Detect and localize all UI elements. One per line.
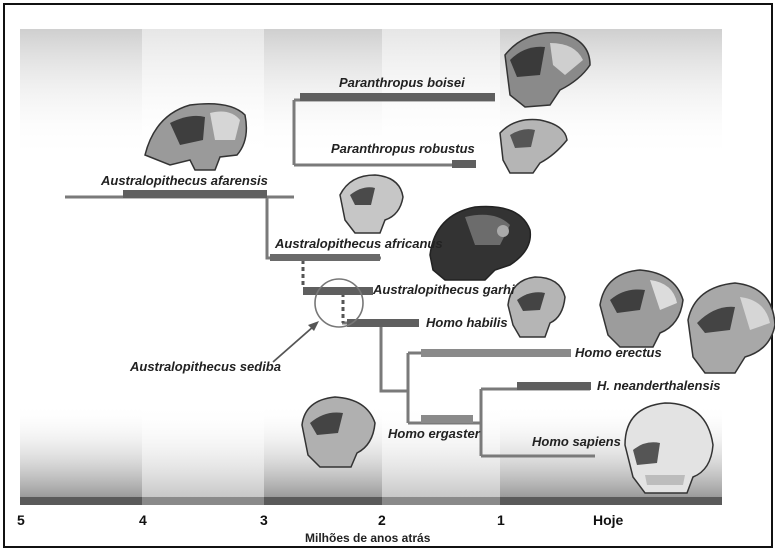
diagram-frame: Australopithecus afarensis Paranthropus … xyxy=(3,3,773,548)
tick-4: 4 xyxy=(139,512,147,528)
band-5-4-bottom xyxy=(20,405,142,497)
tick-5: 5 xyxy=(17,512,25,528)
bar-erectus xyxy=(421,349,571,357)
bar-africanus xyxy=(270,254,380,261)
label-garhi: Australopithecus garhi xyxy=(372,282,515,297)
skull-erectus-icon xyxy=(600,270,683,347)
skull-neanderthalensis-icon xyxy=(688,283,775,373)
bar-robustus xyxy=(452,160,476,168)
hominin-phylogeny-diagram: Australopithecus afarensis Paranthropus … xyxy=(5,5,775,550)
label-afarensis: Australopithecus afarensis xyxy=(100,173,268,188)
label-sapiens: Homo sapiens xyxy=(532,434,621,449)
tick-1: 1 xyxy=(497,512,505,528)
label-habilis: Homo habilis xyxy=(426,315,508,330)
band-5-4-top xyxy=(20,29,142,159)
bar-garhi xyxy=(303,287,373,295)
band-4-3-bottom xyxy=(142,405,264,497)
sediba-highlight-circle xyxy=(315,279,363,327)
label-boisei: Paranthropus boisei xyxy=(339,75,465,90)
tick-hoje: Hoje xyxy=(593,512,624,528)
bar-afarensis xyxy=(123,190,267,198)
label-neanderthalensis: H. neanderthalensis xyxy=(597,378,721,393)
bar-neanderthalensis xyxy=(517,382,591,390)
label-robustus: Paranthropus robustus xyxy=(331,141,475,156)
branch-homo xyxy=(342,323,408,391)
axis-title: Milhões de anos atrás xyxy=(305,531,431,545)
bar-ergaster xyxy=(421,415,473,423)
timeline-bar xyxy=(20,497,722,505)
sediba-arrow xyxy=(273,321,319,362)
label-africanus: Australopithecus africanus xyxy=(274,236,443,251)
bar-boisei xyxy=(300,93,495,101)
label-erectus: Homo erectus xyxy=(575,345,662,360)
time-axis: 5 4 3 2 1 Hoje Milhões de anos atrás xyxy=(17,512,624,545)
skull-robustus-icon xyxy=(500,120,567,173)
skull-africanus-icon xyxy=(340,175,403,233)
label-sediba: Australopithecus sediba xyxy=(129,359,281,374)
skull-garhi-icon xyxy=(430,206,530,280)
skull-habilis-icon xyxy=(508,277,565,337)
tick-3: 3 xyxy=(260,512,268,528)
bar-habilis xyxy=(347,319,419,327)
tick-2: 2 xyxy=(378,512,386,528)
label-ergaster: Homo ergaster xyxy=(388,426,481,441)
